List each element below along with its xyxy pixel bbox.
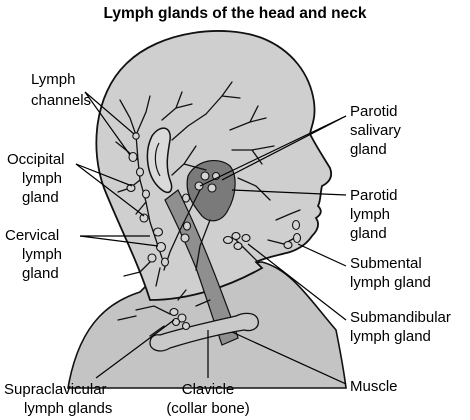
svg-text:lymph: lymph [22, 246, 62, 263]
svg-text:lymph gland: lymph gland [350, 328, 431, 345]
lymph-node [141, 189, 151, 199]
lymph-node [132, 132, 140, 140]
label-submental-lymph-gland: Submental lymph gland [350, 255, 431, 291]
lymph-node [169, 307, 179, 317]
lymph-node [231, 231, 241, 241]
lymph-node [128, 151, 138, 163]
svg-text:Supraclavicular: Supraclavicular [4, 381, 107, 398]
svg-text:lymph: lymph [22, 170, 62, 187]
lymph-node [194, 181, 204, 191]
ear-inner [154, 142, 161, 177]
svg-text:Submandibular: Submandibular [350, 309, 451, 326]
lymph-node [200, 171, 210, 181]
svg-text:gland: gland [22, 265, 59, 282]
label-clavicle: Clavicle (collar bone) [166, 381, 249, 417]
svg-text:salivary: salivary [350, 122, 401, 139]
svg-text:gland: gland [350, 141, 387, 158]
svg-text:Submental: Submental [350, 255, 422, 272]
label-muscle: Muscle [350, 378, 398, 395]
svg-text:lymph: lymph [350, 206, 390, 223]
lymph-node [177, 313, 187, 323]
svg-text:lymph glands: lymph glands [24, 400, 112, 417]
svg-text:channels: channels [31, 92, 91, 109]
ear [146, 127, 173, 194]
lymph-node [180, 233, 190, 243]
lymph-node [222, 235, 234, 245]
lymph-node [181, 193, 191, 203]
lymph-node [139, 213, 149, 223]
svg-text:Clavicle: Clavicle [182, 381, 235, 398]
lymph-node [291, 219, 301, 231]
lymph-node [207, 183, 217, 193]
svg-text:Occipital: Occipital [7, 151, 65, 168]
neck-muscle [164, 189, 239, 346]
label-occipital-lymph-gland: Occipital lymph gland [7, 151, 65, 206]
label-parotid-lymph-gland: Parotid lymph gland [350, 187, 398, 242]
label-cervical-lymph-gland: Cervical lymph gland [5, 227, 62, 282]
lymph-node [292, 232, 302, 244]
clavicle [149, 312, 259, 352]
lymph-node [241, 233, 251, 243]
lymph-node [155, 241, 167, 253]
lymph-node [283, 240, 293, 250]
lymph-node [233, 241, 243, 251]
svg-text:(collar bone): (collar bone) [166, 400, 249, 417]
label-parotid-salivary-gland: Parotid salivary gland [350, 103, 401, 158]
lymph-node [135, 167, 145, 177]
svg-text:gland: gland [350, 225, 387, 242]
lymph-node [126, 183, 136, 193]
lymph-nodes [126, 132, 302, 331]
svg-text:lymph gland: lymph gland [350, 274, 431, 291]
lymph-node [147, 253, 157, 263]
svg-text:Parotid: Parotid [350, 103, 398, 120]
lymph-node [171, 317, 181, 327]
lymph-node [152, 227, 164, 237]
svg-text:Cervical: Cervical [5, 227, 59, 244]
diagram-title: Lymph glands of the head and neck [104, 5, 367, 22]
leader-lines [75, 91, 347, 385]
svg-text:Lymph: Lymph [31, 71, 75, 88]
lymph-node [181, 321, 191, 331]
lymph-node [182, 221, 192, 231]
label-lymph-channels: Lymph channels [31, 71, 91, 109]
label-supraclavicular-lymph-glands: Supraclavicular lymph glands [4, 381, 112, 417]
label-submandibular-lymph-gland: Submandibular lymph gland [350, 309, 451, 345]
lymph-node [160, 257, 170, 267]
svg-text:gland: gland [22, 189, 59, 206]
svg-text:Muscle: Muscle [350, 378, 398, 395]
svg-text:Parotid: Parotid [350, 187, 398, 204]
